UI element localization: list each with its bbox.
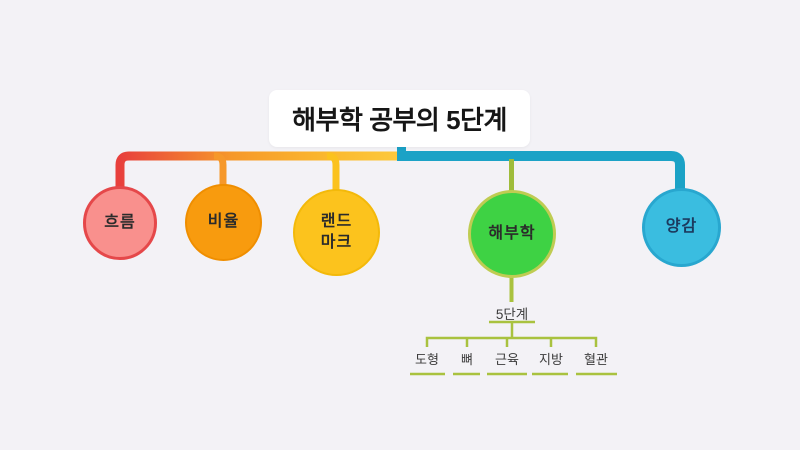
subtree-children-rail — [425, 336, 598, 347]
drop-line-landmark — [327, 152, 340, 192]
subtree-child-vessel[interactable]: 혈관 — [584, 352, 608, 367]
subtree-child-fat[interactable]: 지방 — [539, 352, 563, 367]
subtree-parent-label[interactable]: 5단계 — [495, 307, 529, 322]
node-anatomy[interactable]: 해부학 — [468, 190, 556, 278]
node-ratio[interactable]: 비율 — [185, 184, 262, 261]
root-title-node[interactable]: 해부학 공부의 5단계 — [269, 90, 530, 147]
drop-line-ratio — [214, 152, 227, 187]
node-ratio-label: 비율 — [207, 213, 240, 231]
node-volume-label: 양감 — [665, 218, 698, 236]
page-title: 해부학 공부의 5단계 — [292, 105, 507, 135]
node-flow[interactable]: 흐름 — [83, 186, 157, 260]
warm-branch-line — [115, 151, 400, 189]
subtree-child-shape[interactable]: 도형 — [415, 352, 439, 367]
node-volume[interactable]: 양감 — [642, 188, 721, 267]
blue-branch-line — [397, 151, 685, 190]
node-flow-label: 흐름 — [104, 213, 136, 231]
subtree-child-muscle[interactable]: 근육 — [495, 352, 519, 367]
node-anatomy-label: 해부학 — [488, 224, 536, 242]
node-landmark-label: 랜드 마크 — [320, 212, 353, 251]
node-landmark[interactable]: 랜드 마크 — [293, 189, 380, 276]
subtree-child-bone[interactable]: 뼈 — [461, 352, 473, 367]
